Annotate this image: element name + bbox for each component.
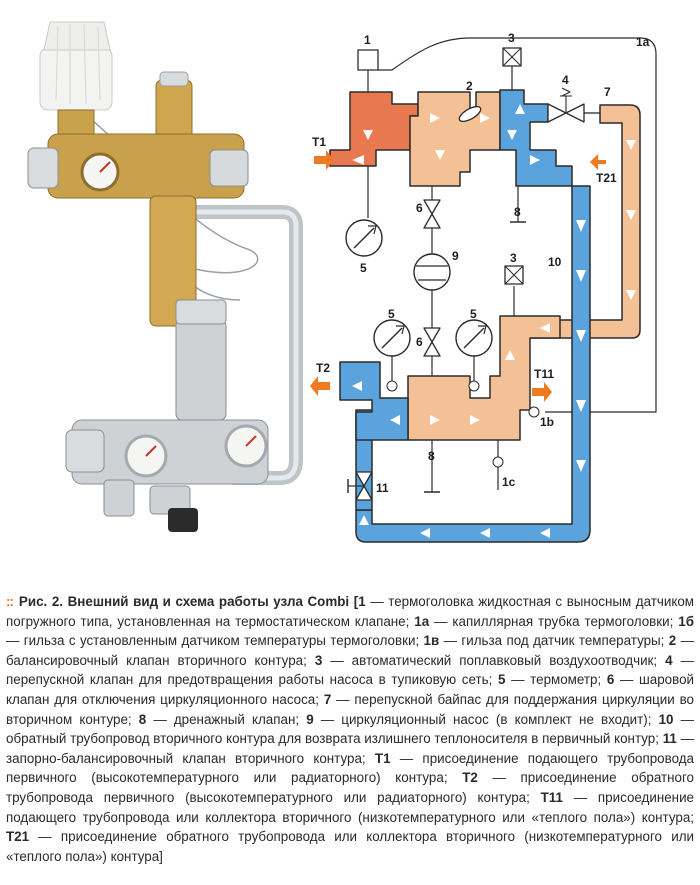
- caption-item-text: — гильза под датчик температуры;: [439, 633, 669, 649]
- thermometer-5-right: [455, 319, 493, 392]
- label-T2: T2: [316, 361, 330, 375]
- caption-item-key: 11: [662, 731, 677, 747]
- label-3-mid: 3: [510, 251, 517, 265]
- caption-item-text: — обратный трубопровод вторичного контур…: [6, 711, 694, 747]
- caption-item-text: — шаровой клапан для отключения циркуляц…: [6, 672, 695, 707]
- caption-item-text: — капиллярная трубка термоголовки;: [429, 613, 679, 629]
- return-pipe-10: [355, 185, 591, 543]
- secondary-return-block: [499, 89, 573, 187]
- air-vent-mid: [504, 265, 524, 285]
- schematic: 1 1a 1b 1c 2 3 3 4 5 5 5 6 6 7 8 8 9 10 …: [310, 31, 657, 543]
- flow-arrows: [352, 104, 636, 538]
- mixing-block-bottom: [407, 315, 561, 441]
- caption-item-key: 7: [323, 691, 332, 707]
- label-7: 7: [604, 85, 611, 99]
- caption-item-text: — термометр;: [505, 672, 607, 688]
- caption-fig-label: Рис. 2.: [18, 594, 64, 609]
- sensor-sleeve-1c: [492, 456, 504, 468]
- ball-valve-6-mid: [423, 327, 441, 357]
- label-3-top: 3: [508, 31, 515, 45]
- caption-item-key: 1в: [423, 633, 440, 649]
- label-1b: 1b: [540, 415, 554, 429]
- caption-item-text: — автоматический поплавковый воздухоотво…: [322, 652, 666, 668]
- capillary-tube-1a: [378, 37, 657, 413]
- caption-item-key: Т1: [374, 750, 391, 766]
- label-5-left: 5: [388, 307, 395, 321]
- caption-item-text: — циркуляционный насос (в комплект не вх…: [313, 711, 659, 727]
- label-9: 9: [452, 249, 459, 263]
- label-8-top: 8: [514, 205, 521, 219]
- caption-item-text: — запорно-балансировочный клапан вторичн…: [6, 731, 694, 766]
- figure-caption: ::Рис. 2. Внешний вид и схема работы узл…: [6, 592, 694, 866]
- caption-item-key: 2: [668, 633, 677, 649]
- caption-item-key: 1: [358, 594, 366, 609]
- caption-item-text: — присоединение обратного трубопровода п…: [6, 770, 694, 805]
- caption-item-key: 4: [665, 652, 673, 668]
- label-T21: T21: [596, 171, 617, 185]
- label-11: 11: [376, 481, 389, 495]
- mixing-unit-photo: [27, 21, 303, 532]
- caption-item-key: Т21: [6, 829, 30, 845]
- caption-item-text: — термоголовка жидкостная с выносным дат…: [6, 594, 694, 629]
- caption-item-key: Т11: [540, 789, 563, 805]
- caption-item-text: — присоединение подающего трубопровода и…: [6, 789, 694, 825]
- label-10: 10: [548, 255, 562, 269]
- figure-canvas: 1 1a 1b 1c 2 3 3 4 5 5 5 6 6 7 8 8 9 10 …: [27, 21, 657, 543]
- label-6-mid: 6: [416, 335, 423, 349]
- sensor-sleeve-1b: [528, 406, 540, 418]
- label-8-bottom: 8: [428, 449, 435, 463]
- label-1c: 1c: [502, 475, 516, 489]
- caption-items: 1 — термоголовка жидкостная с выносным д…: [6, 594, 694, 864]
- primary-supply-block: [329, 91, 419, 167]
- caption-item-key: Т2: [462, 770, 478, 786]
- thermometer-5-left: [373, 319, 411, 392]
- balancing-valve-2: [458, 94, 482, 123]
- shutoff-valve-11: [347, 471, 373, 501]
- ball-valve-6-top: [423, 199, 441, 229]
- bypass-valve-4: [547, 87, 600, 123]
- caption-item-key: 8: [138, 711, 147, 727]
- caption-item-text: — присоединение обратного трубопровода и…: [6, 829, 694, 864]
- caption-item-key: 1б: [678, 613, 694, 629]
- label-T1: T1: [312, 135, 326, 149]
- label-5-right: 5: [470, 307, 477, 321]
- caption-item-key: 6: [606, 672, 615, 688]
- caption-item-text: — дренажный клапан;: [146, 711, 307, 727]
- mixing-block-top: [409, 91, 501, 187]
- caption-item-key: 1а: [414, 613, 430, 629]
- label-4: 4: [562, 73, 569, 87]
- caption-bullet: ::: [6, 594, 14, 609]
- air-vent-top: [502, 47, 522, 90]
- label-5-top: 5: [360, 261, 367, 275]
- thermostatic-head-1: [357, 49, 379, 71]
- caption-item-text: — гильза с установленным датчиком темпер…: [6, 633, 424, 649]
- caption-item-text: — перепускной байпас для поддержания цир…: [6, 691, 694, 727]
- caption-item-text: — присоединение подающего трубопровода п…: [6, 750, 695, 786]
- caption-item-text: — балансировочный клапан вторичного конт…: [6, 633, 694, 668]
- connection-arrows: [310, 150, 606, 402]
- caption-item-key: 9: [306, 711, 314, 727]
- caption-item-key: 5: [497, 672, 506, 688]
- primary-return-block: [339, 361, 409, 441]
- label-1a: 1a: [636, 35, 650, 49]
- label-T11: T11: [534, 367, 554, 381]
- thermometer-5-top: [345, 219, 383, 257]
- caption-item-key: 3: [314, 652, 323, 668]
- pump-9: [413, 253, 451, 291]
- caption-item-key: 10: [658, 711, 674, 727]
- label-2: 2: [466, 79, 473, 93]
- caption-title: Внешний вид и схема работы узла Combi [: [67, 594, 359, 609]
- label-6-top: 6: [416, 201, 423, 215]
- label-1: 1: [364, 33, 371, 47]
- caption-item-text: — перепускной клапан для предотвращения …: [6, 652, 694, 688]
- figure: 1 1a 1b 1c 2 3 3 4 5 5 5 6 6 7 8 8 9 10 …: [27, 21, 657, 543]
